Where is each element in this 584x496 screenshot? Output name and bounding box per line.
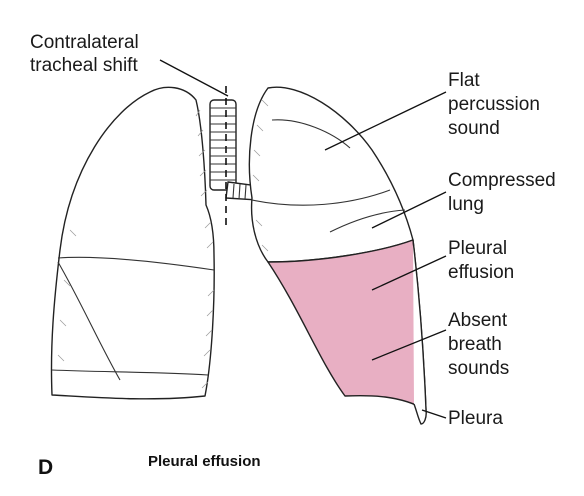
panel-letter: D — [38, 456, 53, 479]
label-absent-breath-sounds: Absent breath sounds — [448, 310, 512, 379]
compressed-lung — [248, 86, 414, 263]
left-lung-horizontal-fissure — [57, 256, 215, 271]
left-lung-shading — [57, 109, 215, 389]
pleural-effusion-fluid — [267, 239, 427, 411]
trachea — [209, 86, 259, 226]
right-lung-shading — [252, 99, 269, 252]
label-pleural-effusion: Pleural effusion — [448, 238, 514, 283]
label-pleura: Pleura — [448, 408, 503, 429]
figure-caption: Pleural effusion — [148, 453, 261, 470]
left-lung — [50, 86, 215, 400]
pleura-line — [412, 239, 427, 425]
label-flat-percussion-sound: Flat percussion sound — [448, 70, 545, 139]
label-compressed-lung: Compressed lung — [448, 170, 561, 215]
left-lung-oblique-fissure — [57, 261, 121, 381]
right-lung — [248, 86, 427, 425]
label-tracheal-shift: Contralateral tracheal shift — [30, 32, 144, 76]
leader-lines — [159, 59, 447, 419]
